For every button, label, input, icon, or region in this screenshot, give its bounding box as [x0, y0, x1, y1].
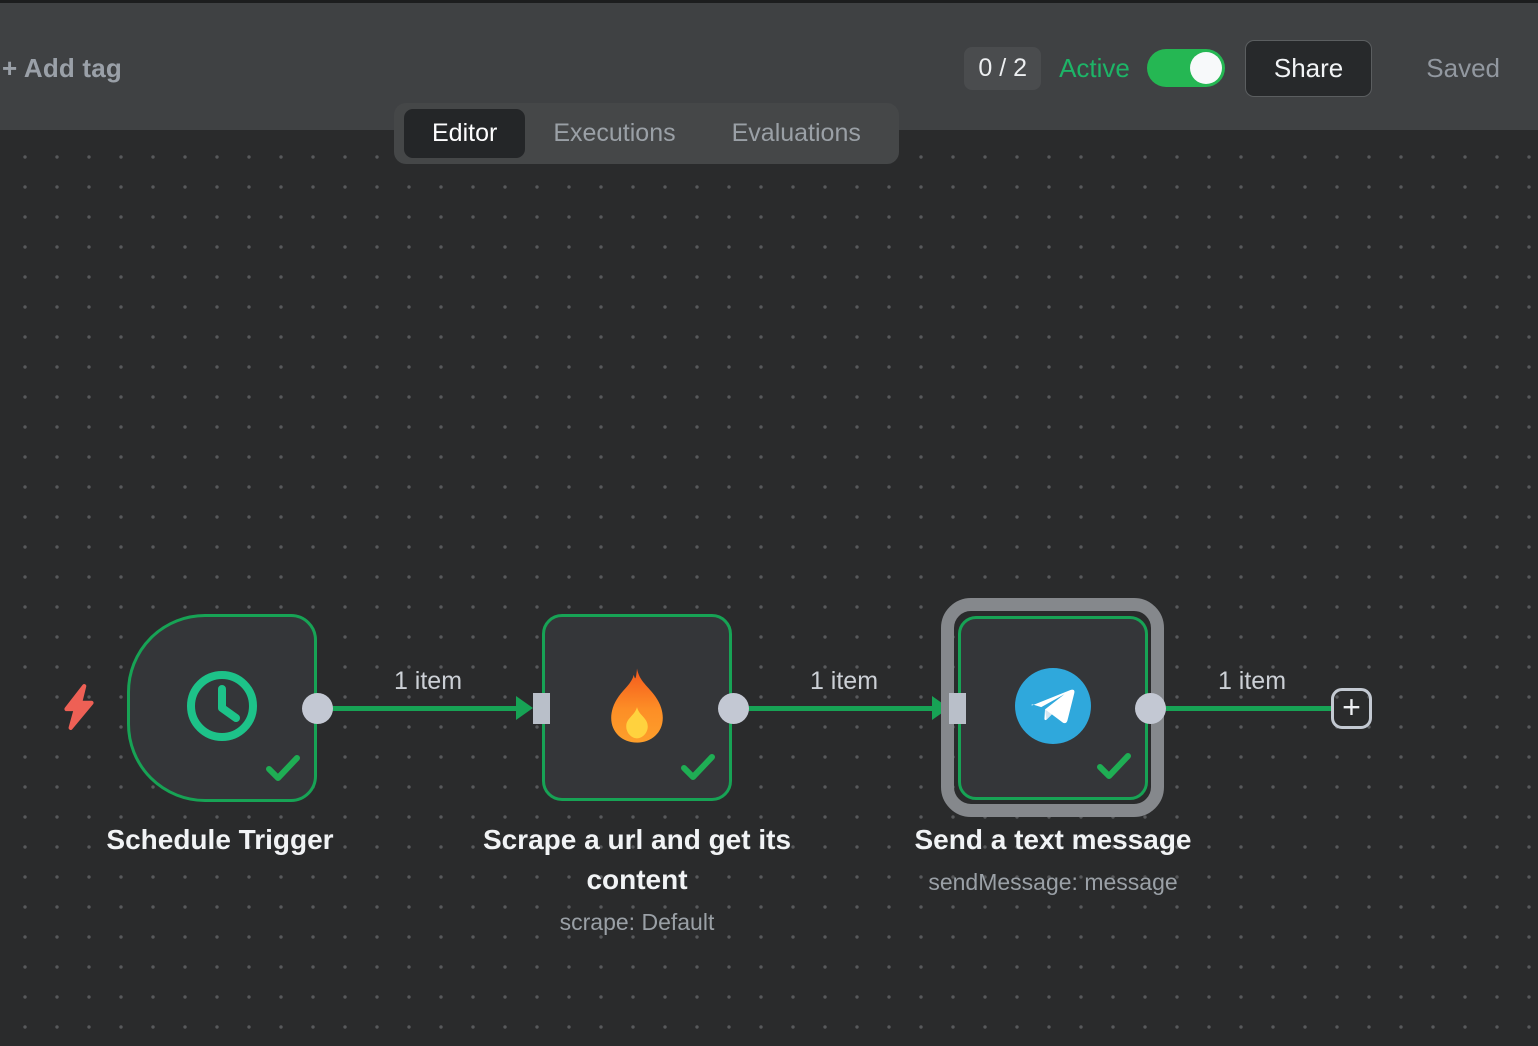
output-connector[interactable] [302, 693, 333, 724]
toggle-knob [1189, 52, 1222, 84]
topbar-actions: 0 / 2 Active Share Saved [964, 3, 1500, 133]
connection-line[interactable] [317, 706, 519, 711]
connection-items-label: 1 item [393, 667, 463, 695]
node-body [130, 617, 314, 799]
connection-items-label: 1 item [809, 667, 879, 695]
node-body [545, 617, 729, 798]
active-toggle[interactable] [1146, 49, 1225, 87]
connection-items-label: 1 item [1217, 667, 1287, 695]
tab-executions[interactable]: Executions [553, 119, 676, 147]
node-subtitle: scrape: Default [559, 909, 715, 935]
node-subtitle: sendMessage: message [928, 869, 1178, 895]
lightning-icon [59, 683, 99, 736]
issues-counter-badge[interactable]: 0 / 2 [964, 46, 1042, 90]
node-title: Scrape a url and get its content [482, 824, 792, 895]
success-check-icon [681, 753, 715, 786]
node-label: Schedule Trigger [70, 820, 370, 860]
output-connector[interactable] [718, 693, 749, 724]
view-tabs: Editor Executions Evaluations [394, 103, 899, 164]
active-label: Active [1059, 52, 1130, 83]
connection-arrow-icon [516, 696, 533, 720]
output-connector[interactable] [1135, 693, 1166, 724]
add-node-button[interactable]: + [1331, 688, 1372, 729]
clock-icon [182, 666, 262, 751]
tab-evaluations[interactable]: Evaluations [731, 119, 861, 147]
node-schedule-trigger[interactable] [127, 614, 317, 802]
node-scrape-url[interactable] [542, 614, 732, 801]
node-send-text-message[interactable] [958, 616, 1148, 800]
tab-editor[interactable]: Editor [404, 109, 526, 158]
share-button[interactable]: Share [1244, 39, 1373, 97]
success-check-icon [1097, 752, 1131, 785]
node-label: Scrape a url and get its content scrape:… [457, 820, 817, 936]
connection-line[interactable] [733, 706, 933, 711]
fire-icon [594, 662, 680, 753]
node-title: Schedule Trigger [106, 824, 334, 855]
workflow-canvas[interactable]: 1 item 1 item 1 item [0, 130, 1538, 1046]
connection-line[interactable] [1150, 706, 1333, 711]
input-connector[interactable] [533, 693, 550, 724]
input-connector[interactable] [949, 693, 966, 724]
node-title: Send a text message [914, 824, 1192, 855]
telegram-icon [1015, 667, 1091, 749]
success-check-icon [266, 754, 300, 787]
add-tag-button[interactable]: + Add tag [2, 53, 123, 83]
node-label: Send a text message sendMessage: message [873, 820, 1233, 896]
node-body [961, 619, 1145, 797]
saved-status: Saved [1426, 52, 1500, 83]
